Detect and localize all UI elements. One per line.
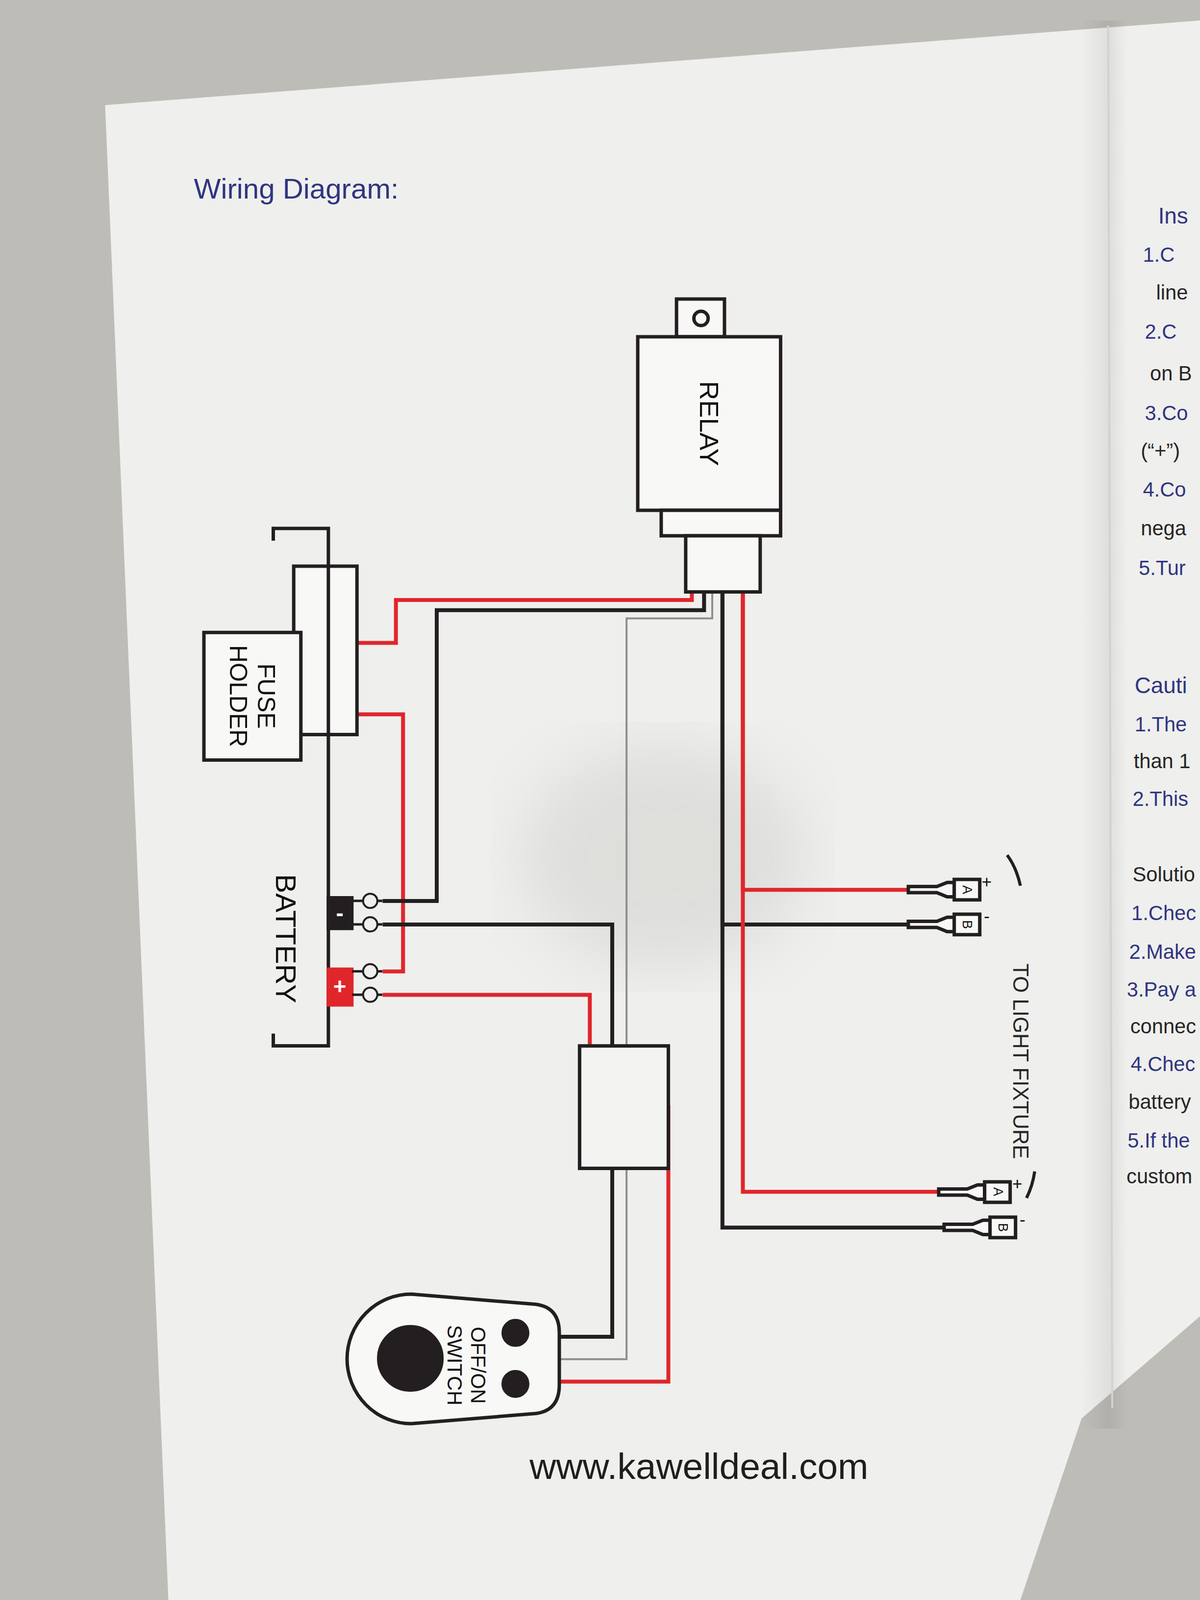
red-wire — [357, 714, 404, 972]
fixture-label: TO LIGHT FIXTURE — [1007, 963, 1033, 1159]
mounting-hole — [694, 311, 709, 326]
terminal-sleeve — [938, 1184, 985, 1200]
light-terminal: A+ — [938, 1181, 1011, 1203]
black-wire — [722, 591, 945, 1228]
paper-fold — [1108, 25, 1113, 1409]
relay-body — [637, 336, 781, 511]
terminal-housing — [953, 879, 980, 900]
ring-terminal — [363, 987, 378, 1002]
terminal-housing — [989, 1217, 1016, 1238]
instruction-fragment: than 1 — [1133, 749, 1191, 774]
polarity-sign: - — [1019, 1209, 1026, 1230]
light-terminal: B- — [908, 914, 980, 935]
paper-fold-shade — [1081, 20, 1128, 1429]
instruction-fragment: 2.Make — [1128, 940, 1197, 964]
battery-label: BATTERY — [269, 874, 302, 1003]
switch-indicator — [502, 1371, 528, 1397]
instruction-fragment: 4.Co — [1142, 477, 1186, 502]
switch-label: OFF/ON SWITCH — [442, 1325, 490, 1406]
fixture-bracket — [1026, 1171, 1035, 1199]
dirt-smudge — [520, 745, 807, 970]
diagram-title: Wiring Diagram: — [194, 172, 400, 206]
terminal-stub — [351, 900, 383, 996]
polarity-sign: + — [1012, 1173, 1023, 1194]
instruction-fragment: 5.Tur — [1138, 556, 1186, 581]
terminal-letter: A — [989, 1187, 1005, 1197]
ring-terminal — [363, 964, 378, 979]
battery: BATTERY — [267, 528, 383, 1046]
switch-indicator — [502, 1320, 528, 1346]
instruction-fragment: 5.If the — [1127, 1128, 1190, 1153]
off-on-switch: OFF/ON SWITCH — [347, 1294, 560, 1424]
light-terminal: B- — [944, 1217, 1016, 1238]
relay-label: RELAY — [694, 380, 725, 466]
terminal-letter: B — [995, 1223, 1011, 1232]
switch-body — [347, 1294, 560, 1424]
terminal-sleeve — [944, 1220, 991, 1235]
instruction-fragment: Cauti — [1134, 673, 1188, 700]
black-wire — [382, 924, 613, 1337]
relay-plug — [685, 535, 761, 592]
fixture-bracket — [1007, 854, 1021, 886]
instruction-fragment: 4.Chec — [1130, 1052, 1196, 1076]
instruction-fragment: custom — [1126, 1164, 1193, 1189]
relay-tab — [676, 299, 725, 337]
instruction-fragment: Ins — [1158, 203, 1189, 230]
terminal-sign: - — [336, 900, 344, 927]
terminal-housing — [984, 1181, 1011, 1203]
red-wire — [742, 591, 908, 890]
fuse-holder: FUSE HOLDER — [203, 566, 357, 761]
instruction-fragment: nega — [1140, 516, 1187, 541]
instruction-fragment: on B — [1150, 361, 1193, 386]
fuse-label: FUSE HOLDER — [224, 645, 281, 748]
instruction-fragment: 1.C — [1142, 243, 1175, 267]
fuse-body — [203, 632, 301, 761]
instruction-fragment: line — [1155, 280, 1188, 305]
instruction-fragment: (“+”) — [1140, 439, 1180, 463]
fuse-cap — [293, 566, 357, 735]
terminal-sign: + — [333, 974, 347, 1000]
instruction-fragment: battery — [1128, 1090, 1191, 1114]
terminal-letter: B — [959, 920, 975, 929]
instruction-fragment: 1.The — [1134, 712, 1187, 737]
website-url: www.kawelldeal.com — [529, 1445, 869, 1488]
relay-box: RELAY — [637, 299, 781, 592]
polarity-sign: - — [983, 906, 990, 927]
black-wire — [722, 591, 909, 925]
ring-terminal — [363, 893, 378, 908]
polarity-sign: + — [981, 871, 993, 892]
red-wire — [357, 591, 693, 643]
signal-wire — [559, 591, 713, 1359]
terminal-sleeve — [908, 882, 955, 898]
switch-button — [378, 1326, 442, 1390]
instruction-fragment: 3.Co — [1145, 401, 1189, 425]
terminal-housing — [953, 914, 980, 935]
instruction-fragment: Solutio — [1132, 862, 1196, 887]
switch-harness-box — [579, 1046, 669, 1169]
instruction-fragment: connec — [1130, 1014, 1197, 1039]
relay-base — [661, 510, 781, 536]
paper-sheet — [104, 20, 1200, 1600]
instruction-fragment: 2.C — [1145, 320, 1177, 344]
instruction-fragment: 2.This — [1132, 787, 1189, 811]
black-wire — [382, 591, 705, 901]
ring-terminal — [363, 917, 378, 932]
positive-terminal — [328, 969, 352, 1006]
instruction-fragment: 3.Pay a — [1126, 977, 1197, 1002]
instruction-fragment: 1.Chec — [1131, 901, 1197, 925]
terminal-letter: A — [959, 885, 975, 895]
light-terminal: A+ — [908, 879, 980, 900]
negative-terminal — [328, 898, 352, 929]
terminal-sleeve — [908, 917, 955, 932]
